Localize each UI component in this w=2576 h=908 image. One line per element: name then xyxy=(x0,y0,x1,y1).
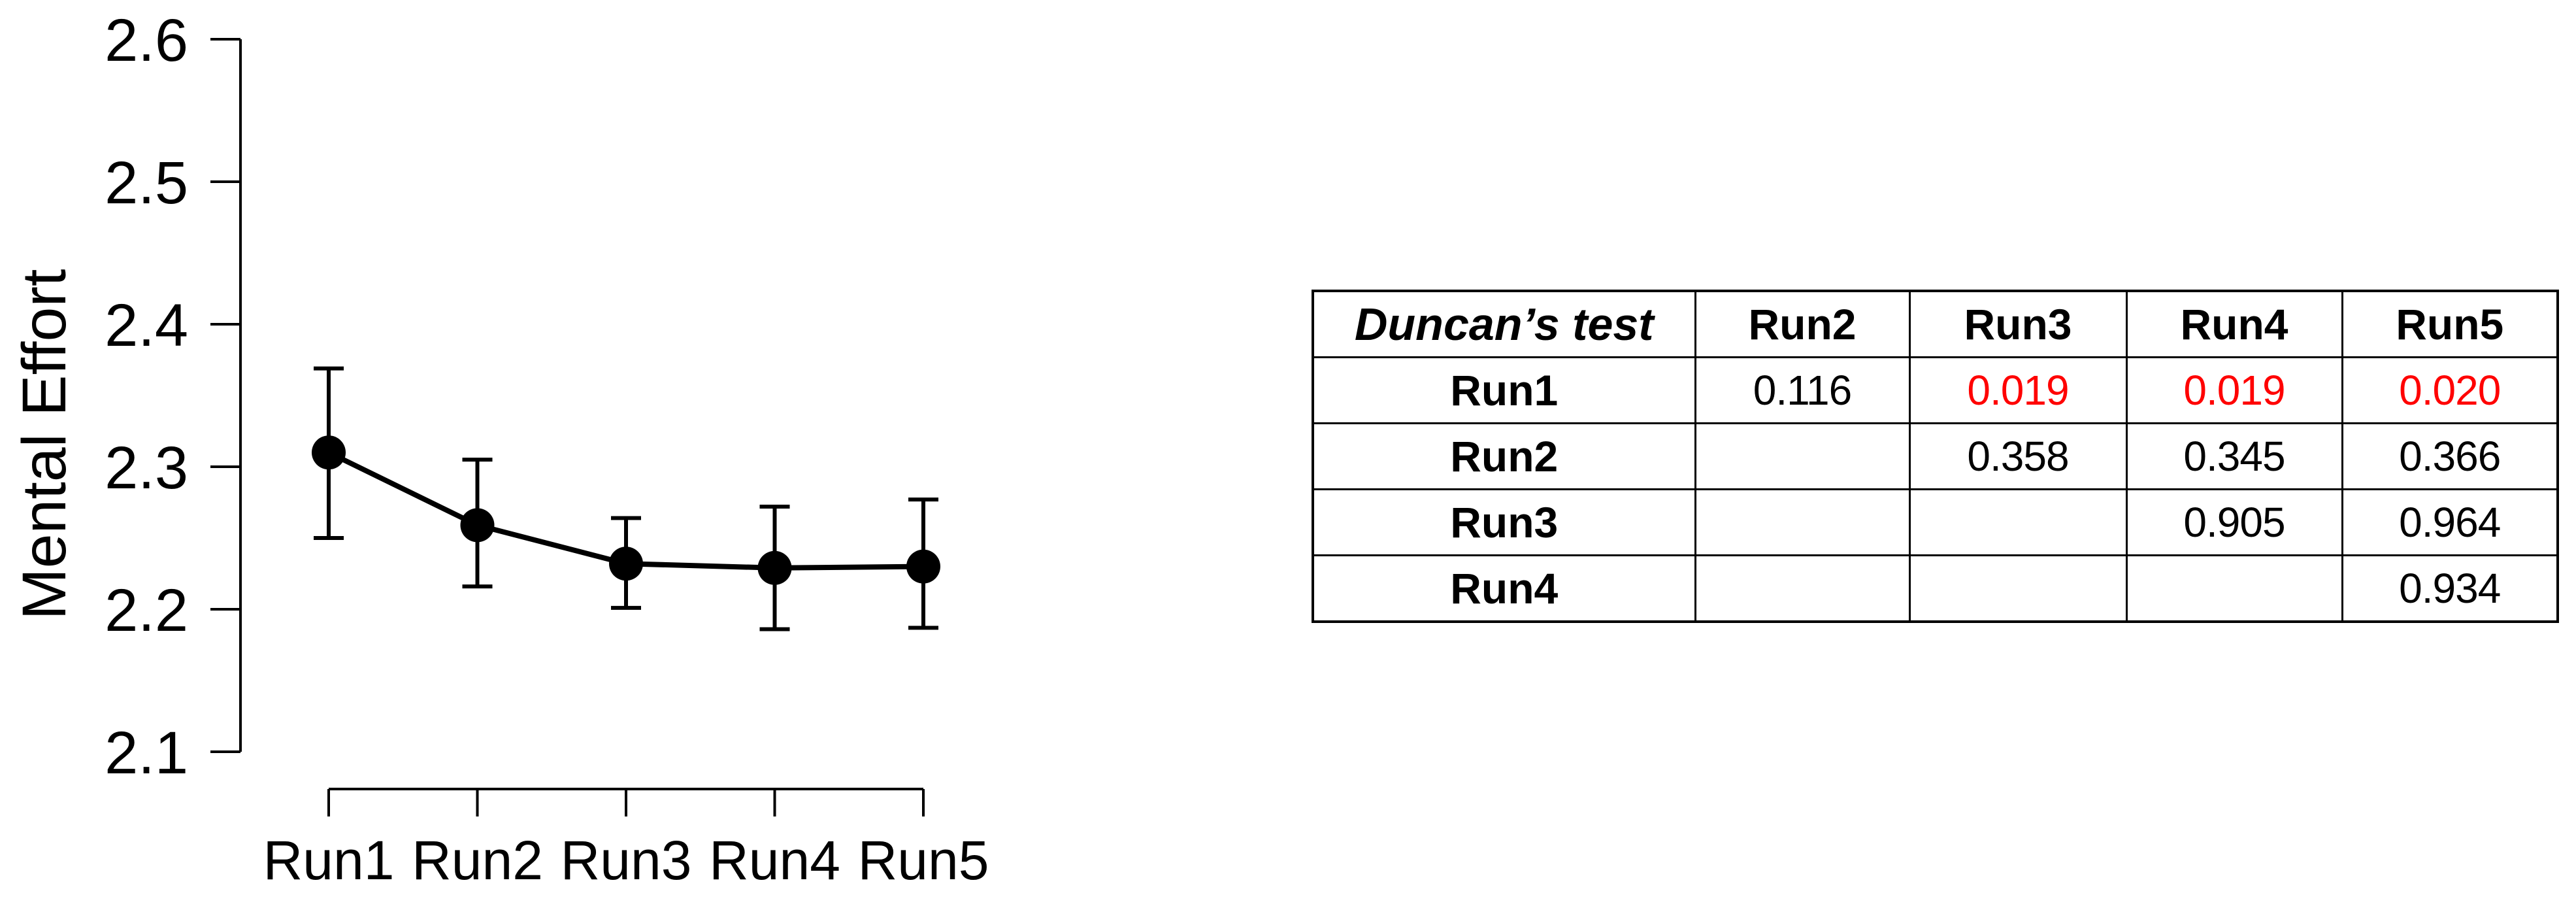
col-header-Run2: Run2 xyxy=(1694,290,1911,358)
p-value-cell-Run3-Run4: 0.905 xyxy=(2125,488,2343,556)
p-value-cell-Run2-Run2 xyxy=(1694,422,1911,490)
data-point-Run5 xyxy=(906,549,940,584)
p-value-cell-Run4-Run5: 0.934 xyxy=(2341,554,2559,623)
row-header-Run2: Run2 xyxy=(1312,422,1696,490)
y-axis-title: Mental Effort xyxy=(10,269,79,620)
y-tick-label: 2.1 xyxy=(105,720,188,786)
col-header-Run3: Run3 xyxy=(1908,290,2128,358)
col-header-Run4: Run4 xyxy=(2125,290,2343,358)
x-tick-label: Run3 xyxy=(561,830,692,891)
data-point-Run2 xyxy=(460,508,495,543)
p-value-cell-Run2-Run3: 0.358 xyxy=(1908,422,2128,490)
p-value-cell-Run3-Run3 xyxy=(1908,488,2128,556)
row-header-Run4: Run4 xyxy=(1312,554,1696,623)
p-value-cell-Run2-Run4: 0.345 xyxy=(2125,422,2343,490)
y-tick-label: 2.3 xyxy=(105,435,188,501)
table-row-Run4: Run4 0.934 xyxy=(1312,554,2559,623)
p-value-cell-Run4-Run2 xyxy=(1694,554,1911,623)
p-value-cell-Run1-Run4: 0.019 xyxy=(2125,356,2343,424)
p-value-cell-Run3-Run2 xyxy=(1694,488,1911,556)
y-tick-label: 2.2 xyxy=(105,577,188,644)
x-tick-label: Run5 xyxy=(858,830,989,891)
p-value-cell-Run1-Run3: 0.019 xyxy=(1908,356,2128,424)
p-value-cell-Run3-Run5: 0.964 xyxy=(2341,488,2559,556)
p-value-cell-Run4-Run3 xyxy=(1908,554,2128,623)
row-header-Run3: Run3 xyxy=(1312,488,1696,556)
data-point-Run1 xyxy=(312,435,346,470)
p-value-cell-Run1-Run2: 0.116 xyxy=(1694,356,1911,424)
row-header-Run1: Run1 xyxy=(1312,356,1696,424)
p-value-cell-Run4-Run4 xyxy=(2125,554,2343,623)
data-point-Run4 xyxy=(757,550,792,585)
y-tick-label: 2.4 xyxy=(105,292,188,359)
y-tick-label: 2.5 xyxy=(105,150,188,216)
x-tick-label: Run2 xyxy=(412,830,543,891)
p-value-cell-Run1-Run5: 0.020 xyxy=(2341,356,2559,424)
table-title-cell: Duncan’s test xyxy=(1312,290,1696,358)
p-value-cell-Run2-Run5: 0.366 xyxy=(2341,422,2559,490)
x-tick-label: Run4 xyxy=(709,830,840,891)
y-tick-label: 2.6 xyxy=(105,7,188,74)
x-tick-label: Run1 xyxy=(263,830,395,891)
col-header-Run5: Run5 xyxy=(2341,290,2559,358)
data-point-Run3 xyxy=(609,546,643,581)
